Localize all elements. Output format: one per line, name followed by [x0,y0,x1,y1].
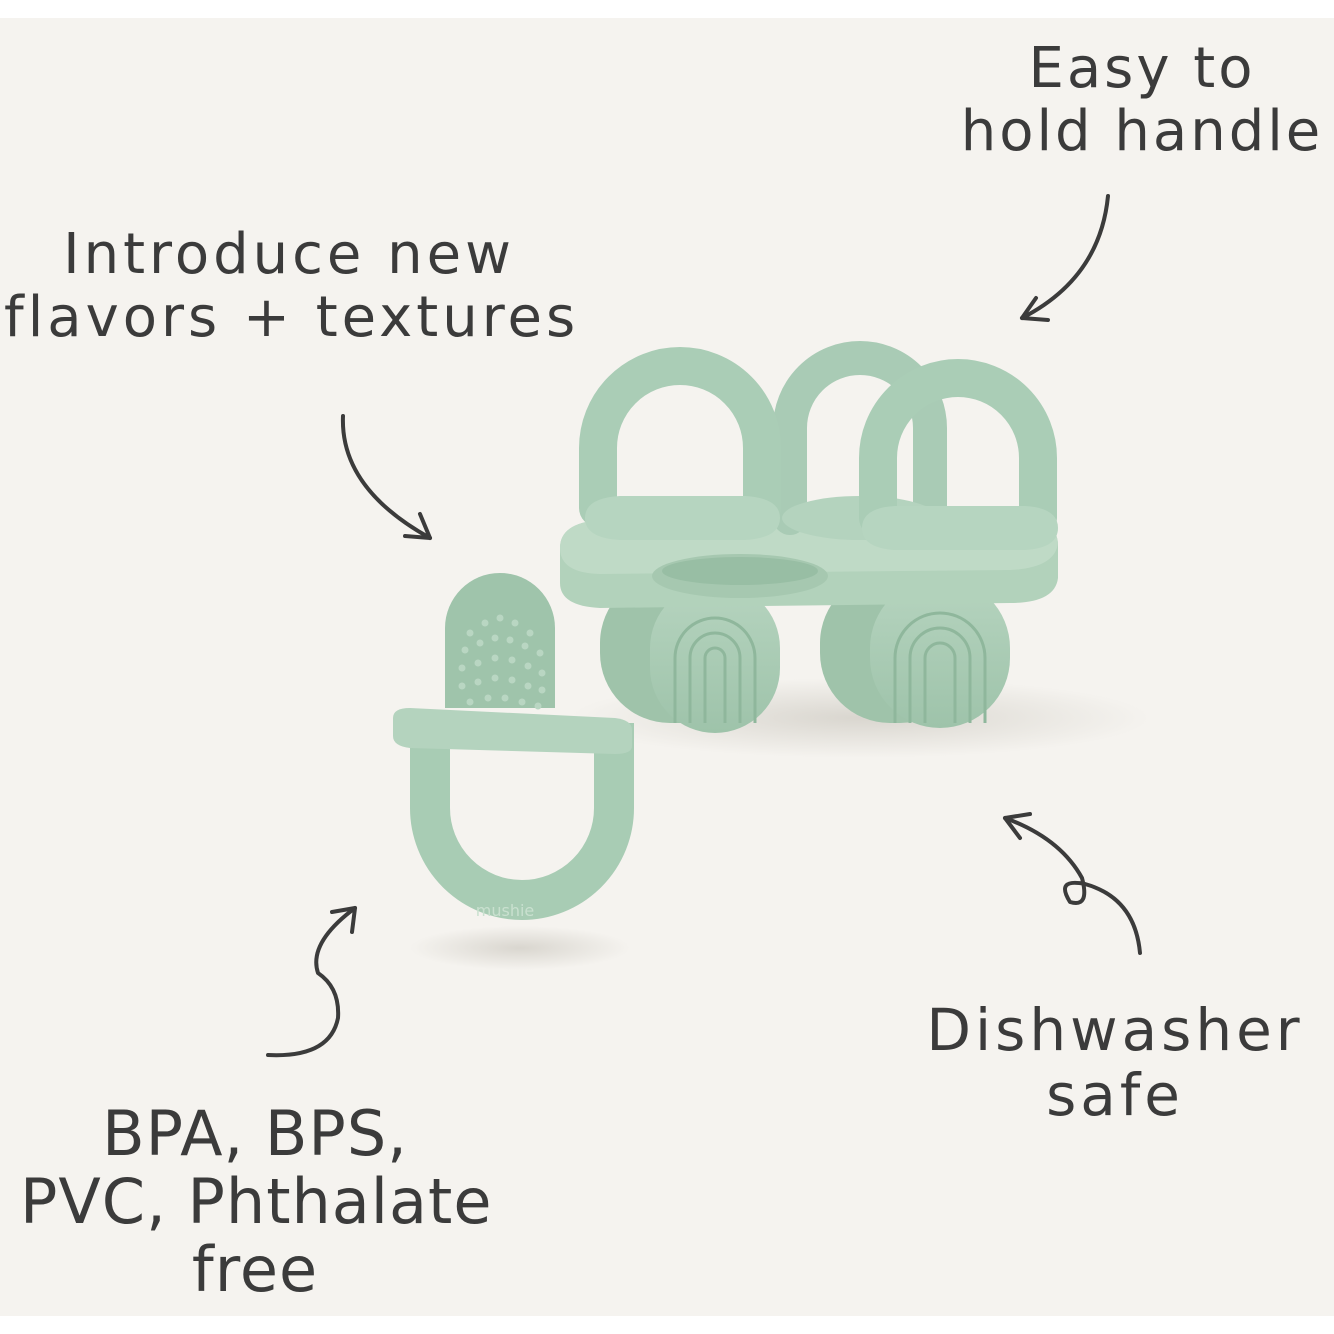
arrow-handle-icon [1020,194,1110,322]
teether-shadow [410,926,630,970]
callout-easy-hold-handle: Easy to hold handle [960,36,1324,164]
arrow-materials-icon [266,906,357,1058]
callout-new-flavors-textures: Introduce new flavors + textures [4,222,580,350]
mold-cavity-right [820,573,1010,728]
product-illustration: mushie [266,194,1150,1058]
callout-dishwasher-safe: Dishwasher safe [926,996,1304,1129]
teether-logo: mushie [476,901,535,920]
mold-handle-left [579,347,781,540]
mold-handle-right [859,359,1058,550]
mold-cavity-left [600,573,780,733]
arrow-dishwasher-icon [1003,812,1142,955]
arrow-flavors-icon [340,414,432,540]
product-image-canvas: mushie Easy to hold handle Introduce new… [0,18,1334,1316]
teether-pop: mushie [393,573,634,920]
callout-materials-free: BPA, BPS, PVC, Phthalate free [20,1097,493,1307]
